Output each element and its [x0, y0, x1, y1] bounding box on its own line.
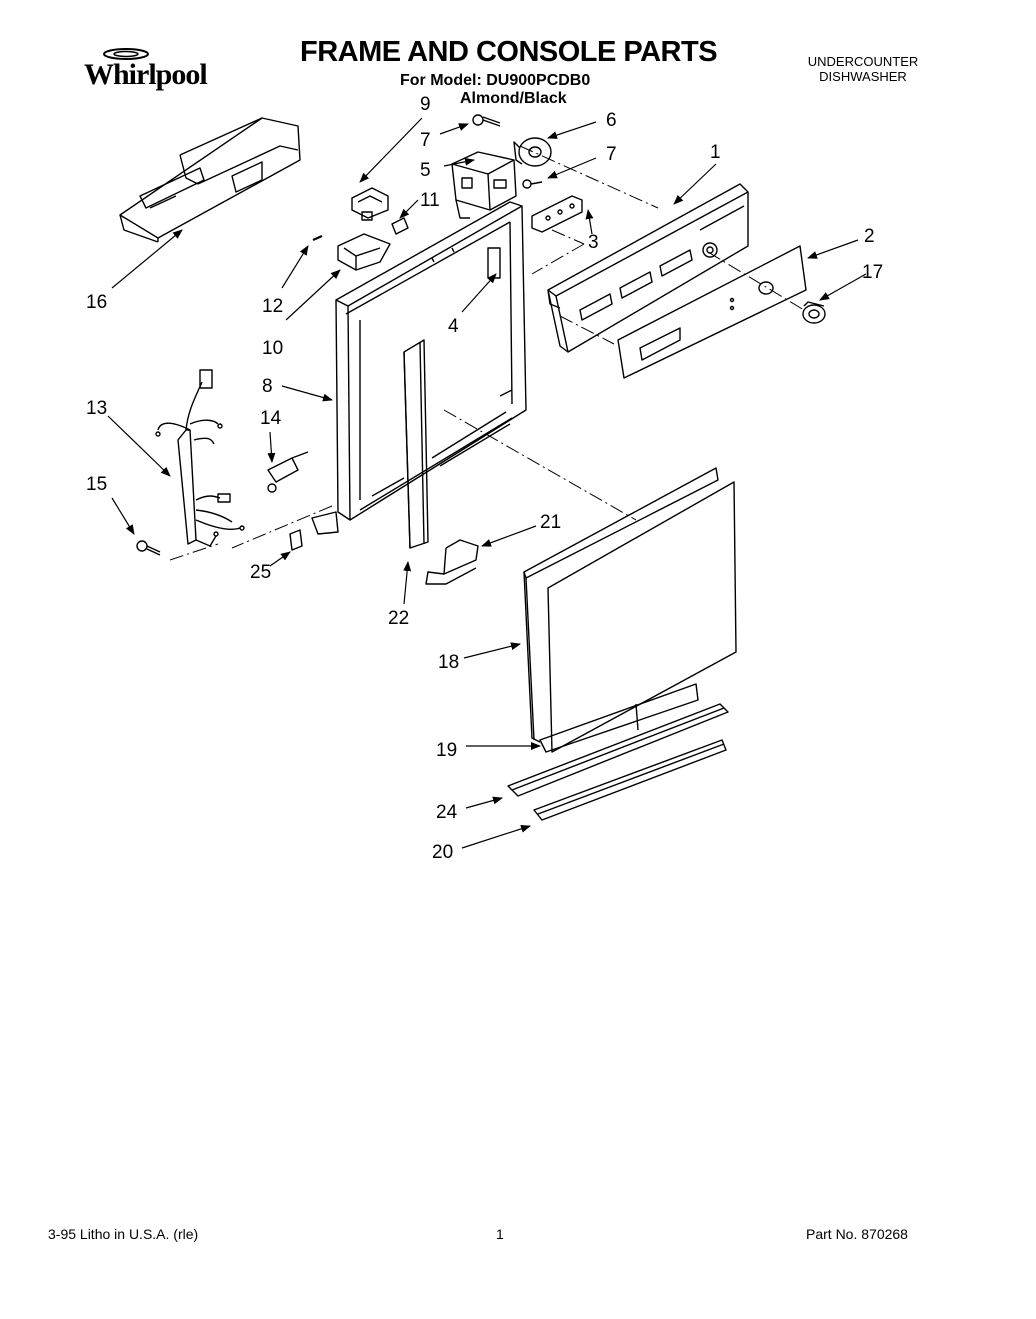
part-5-control-module — [451, 151, 517, 219]
callout-6: 6 — [606, 110, 617, 131]
assembly-guide-lines — [169, 145, 805, 561]
part-19-lower-trim — [539, 683, 699, 753]
callout-17: 17 — [862, 262, 883, 283]
part-17-knob — [802, 301, 826, 324]
part-13-wire-harness — [155, 369, 245, 547]
part-25-clip — [289, 529, 303, 551]
callout-24: 24 — [436, 802, 458, 823]
part-2-overlay-panel — [617, 245, 807, 379]
page-title: FRAME AND CONSOLE PARTS — [300, 36, 718, 68]
print-info: 3-95 Litho in U.S.A. (rle) — [48, 1226, 199, 1242]
color-variant: Almond/Black — [460, 90, 567, 107]
callout-7: 7 — [606, 144, 617, 165]
logo-swoosh-icon — [103, 48, 149, 60]
callout-14: 14 — [260, 408, 282, 429]
part-16-vent-duct — [119, 117, 301, 243]
callout-9: 9 — [420, 94, 431, 115]
part-22-trim-strip — [403, 339, 429, 549]
callout-2: 2 — [864, 226, 875, 247]
appliance-type-line: UNDERCOUNTER — [807, 54, 919, 69]
part-1-console-panel — [547, 183, 749, 353]
callout-18: 18 — [438, 652, 459, 673]
page-number: 1 — [496, 1226, 504, 1242]
brand-name: Whirlpool — [84, 58, 208, 91]
callout-21: 21 — [540, 512, 561, 533]
callout-4: 4 — [448, 316, 459, 337]
callout-10: 10 — [262, 338, 283, 359]
callout-25: 25 — [250, 562, 271, 583]
callout-8: 8 — [262, 376, 273, 397]
callout-13: 13 — [86, 398, 107, 419]
part-21-latch-bracket — [425, 539, 479, 585]
part-9-switch-assembly — [351, 187, 389, 221]
part-6-cam — [513, 137, 552, 167]
part-24-bottom-strip — [507, 703, 729, 797]
callout-16: 16 — [86, 292, 107, 313]
part-8-door-frame — [311, 201, 527, 535]
callout-12: 12 — [262, 296, 283, 317]
part-7-screw-side — [522, 179, 543, 189]
appliance-type: UNDERCOUNTER DISHWASHER — [798, 54, 928, 84]
model-number: For Model: DU900PCDB0 — [400, 72, 591, 89]
part-number: Part No. 870268 — [806, 1226, 908, 1242]
part-11-connector — [391, 217, 409, 235]
callout-7: 7 — [420, 130, 431, 151]
callout-22: 22 — [388, 608, 409, 629]
part-3-bracket — [531, 195, 583, 233]
callout-15: 15 — [86, 474, 107, 495]
part-12-pin — [312, 234, 323, 242]
callout-20: 20 — [432, 842, 453, 863]
callout-11: 11 — [420, 190, 440, 211]
part-7-screw-top — [472, 114, 501, 127]
appliance-type-line: DISHWASHER — [819, 69, 907, 84]
part-18-door-panel — [523, 467, 737, 753]
part-14-switch — [267, 451, 309, 493]
callout-1: 1 — [710, 142, 721, 163]
callout-19: 19 — [436, 740, 457, 761]
part-15-screw — [136, 540, 161, 556]
part-10-bracket — [337, 233, 391, 271]
part-20-bottom-trim — [533, 739, 727, 821]
callout-3: 3 — [588, 232, 599, 253]
brand-logo: Whirlpool — [84, 40, 244, 110]
callout-labels: 1 2 3 4 5 6 7 7 8 9 10 11 12 13 14 15 16… — [86, 94, 883, 863]
leader-arrows — [107, 117, 867, 849]
callout-5: 5 — [420, 160, 431, 181]
